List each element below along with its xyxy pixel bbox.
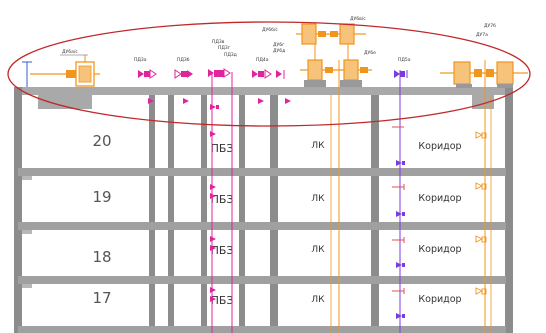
corridor-label-19: Коридор (418, 193, 461, 204)
damper-pd3v-icon (208, 68, 231, 78)
stair-label-20: ПБЗ (211, 142, 234, 155)
fan-du6g-tag: ДУ6г (273, 42, 285, 48)
floor-slab-17 (18, 326, 506, 333)
grille-icon (210, 296, 216, 302)
fan-du6d-tag: ДУ6д (273, 48, 285, 54)
damper-pd4a-tag: ПД4а (256, 57, 269, 63)
floor-slab-18 (18, 276, 506, 284)
grille-icon (396, 262, 402, 268)
grille-icon (183, 98, 189, 104)
grille-icon (285, 98, 291, 104)
fan-du6a-icon (30, 55, 100, 87)
wall-lobby-right (371, 95, 379, 333)
floor-number-20: 20 (92, 132, 111, 150)
fan-cluster-center-icon (296, 23, 372, 87)
damper-icon (475, 182, 484, 190)
lobby-label-19: ЛК (311, 194, 325, 204)
grille-icon (210, 104, 216, 110)
wall-lobby-left (270, 95, 278, 333)
stair-label-18: ПБЗ (211, 244, 234, 257)
floor-number-19: 19 (92, 188, 111, 206)
building-structure (14, 87, 513, 333)
wall-stair-right (239, 95, 245, 333)
damper-pd4a-icon (252, 69, 285, 79)
damper-icon (481, 288, 487, 295)
grille-icon (210, 184, 216, 190)
damper-pd3g-tag: ПД3г (218, 45, 231, 51)
lintel (22, 284, 32, 288)
fan-du7a-tag: ДУ7а (476, 32, 488, 38)
fan-du7b-tag: ДУ7б (484, 23, 496, 29)
damper-icon (475, 131, 484, 139)
damper-pd3a-icon (138, 69, 157, 79)
floor-slab-20 (18, 168, 506, 176)
roof-slab (18, 87, 512, 95)
grille-icon (396, 313, 402, 319)
grille-icon (396, 160, 402, 166)
grille-icon (402, 212, 405, 216)
grille-icon (402, 263, 405, 267)
room-labels: 20 19 18 17 ПБЗ ПБЗ ПБЗ ПБЗ ЛК ЛК ЛК ЛК … (92, 132, 461, 307)
damper-icon (481, 236, 487, 243)
fan-du6v-tag: ДУ6в/с (350, 16, 366, 22)
wall-shaft-1 (168, 95, 174, 333)
lobby-label-18: ЛК (311, 245, 325, 255)
floor-number-17: 17 (92, 289, 111, 307)
grille-icon (402, 314, 405, 318)
lintel (22, 230, 32, 234)
fan-du6e-tag: ДУ6е (364, 50, 376, 56)
damper-pd3a-tag: ПД3а (134, 57, 147, 63)
corridor-label-18: Коридор (418, 244, 461, 255)
grille-icon (148, 98, 154, 104)
grille-icon (258, 98, 264, 104)
damper-icon (481, 132, 487, 139)
roof-equipment: ДУ6а/с ПД3а ПД3б ПД3в ПД3г ПД3д (30, 16, 528, 88)
lobby-label-17: ЛК (311, 295, 325, 305)
wall-stair-left (201, 95, 207, 333)
fan-du6a-tag: ДУ6а/с (62, 49, 78, 55)
damper-pd5a-tag: ПД5а (398, 57, 411, 63)
damper-icon (481, 183, 487, 190)
corridor-label-17: Коридор (418, 294, 461, 305)
stair-label-17: ПБЗ (211, 294, 234, 307)
lobby-label-20: ЛК (311, 141, 325, 151)
fan-du6b-tag: ДУ6б/с (262, 27, 278, 33)
damper-icon (475, 287, 484, 295)
fan-cluster-right-icon (440, 61, 528, 88)
floor-number-18: 18 (92, 248, 111, 266)
grille-icon (210, 131, 216, 137)
stair-label-19: ПБЗ (211, 193, 234, 206)
grille-icon (210, 193, 216, 199)
risers (22, 60, 492, 333)
floor-fittings (148, 98, 487, 319)
damper-pd3v-tag: ПД3в (212, 39, 225, 45)
highlight-ellipse (7, 21, 531, 127)
wall-apartment-right (149, 95, 155, 333)
floor-slab-19 (18, 222, 506, 230)
damper-pd3b-tag: ПД3б (177, 57, 190, 63)
outer-wall-left (14, 87, 22, 333)
damper-pd3d-tag: ПД3д (224, 52, 237, 58)
damper-icon (475, 235, 484, 243)
grille-icon (216, 105, 219, 109)
grille-icon (396, 211, 402, 217)
outer-wall-right (505, 87, 513, 333)
grille-icon (402, 161, 405, 165)
grille-icon (210, 245, 216, 251)
lintel (22, 176, 32, 180)
grille-icon (210, 287, 216, 293)
grille-icon (210, 236, 216, 242)
damper-pd3b-icon (174, 69, 193, 79)
roof-parapet-left (38, 95, 92, 109)
corridor-label-20: Коридор (418, 141, 461, 152)
damper-pd5a-icon (394, 70, 408, 78)
